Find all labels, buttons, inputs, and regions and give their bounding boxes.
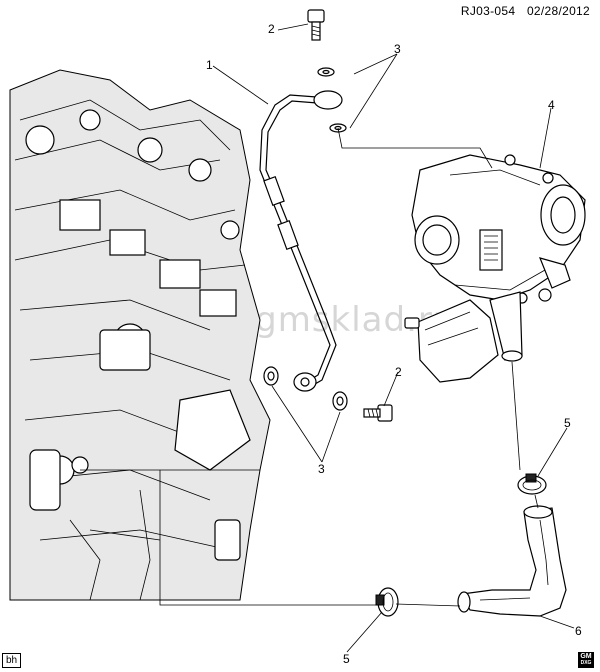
leader-lines [212,23,575,653]
gm-logo-bottom: DXG [580,660,592,666]
hose-clamp-lower [375,587,399,617]
callout-3-bottom: 3 [318,462,325,476]
callout-6: 6 [575,624,582,638]
diagram-header: RJ03-054 02/28/2012 [461,4,590,18]
engine-block [9,69,271,601]
diagram-date: 02/28/2012 [526,4,590,18]
turbocharger [404,154,586,383]
callout-2-bottom: 2 [395,365,402,379]
hose-clamp-upper [517,473,547,495]
bh-tag: bh [2,653,22,668]
diagram-id: RJ03-054 [460,4,516,18]
alignment-lines [80,127,539,607]
callout-2-top: 2 [268,22,275,36]
callout-3-top: 3 [394,42,401,56]
callout-4: 4 [548,98,555,112]
callout-5-upper: 5 [564,416,571,430]
oil-feed-pipe [259,90,343,392]
gm-logo-top: GM [580,653,592,660]
callout-5-lower: 5 [343,652,350,666]
callout-1: 1 [206,58,213,72]
sealing-washers [263,67,348,411]
banjo-bolt-bottom [363,404,393,422]
oil-return-hose [457,505,567,617]
gm-logo: GM DXG [578,652,594,668]
banjo-bolt-top [307,9,325,41]
